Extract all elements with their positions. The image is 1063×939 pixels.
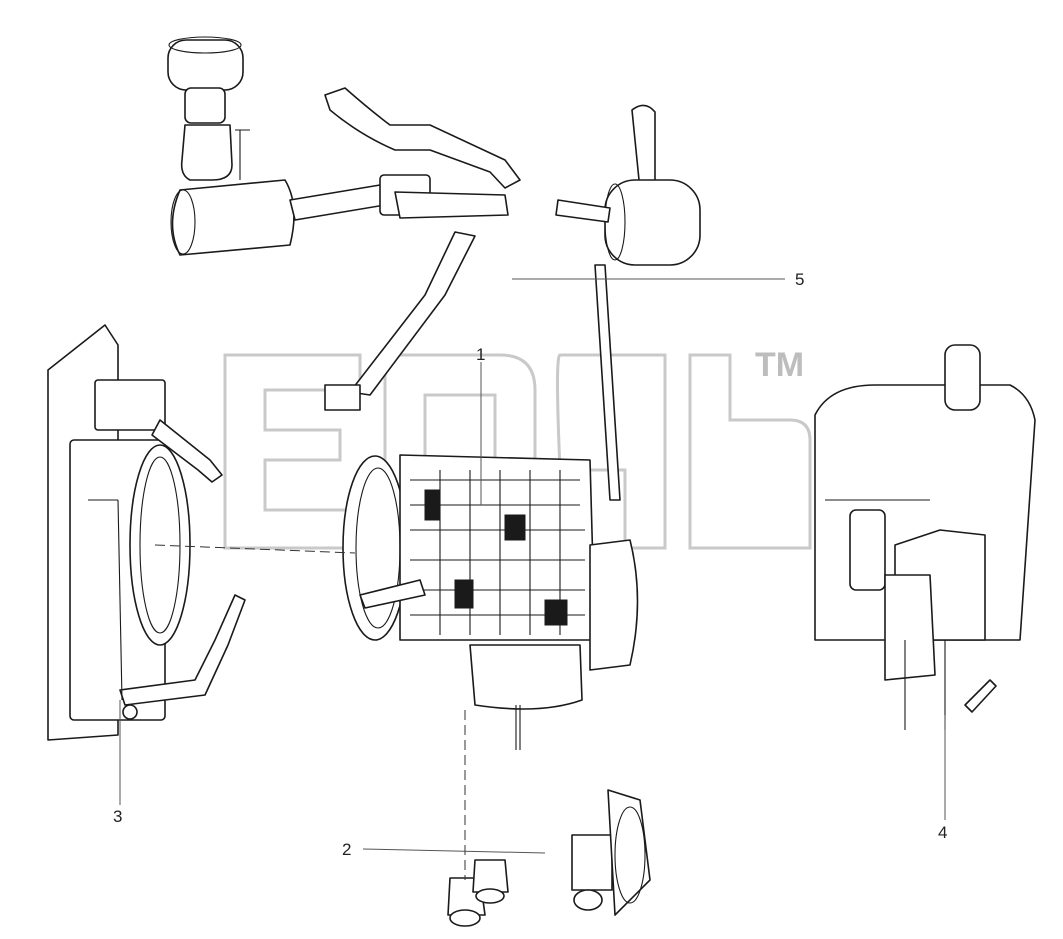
engine-block (342, 454, 639, 750)
callout-5: 5 (795, 270, 804, 289)
trademark-text: TM (755, 346, 804, 384)
callout-1: 1 (476, 345, 485, 364)
callout-3: 3 (113, 807, 122, 826)
leader-lines (119, 278, 946, 880)
callout-2: 2 (342, 840, 351, 859)
radiator-assembly (47, 324, 246, 741)
engine-mount-assembly (447, 789, 651, 927)
air-intake-assembly (167, 36, 701, 501)
fuel-tank-assembly (814, 344, 1036, 730)
callout-4: 4 (938, 823, 947, 842)
